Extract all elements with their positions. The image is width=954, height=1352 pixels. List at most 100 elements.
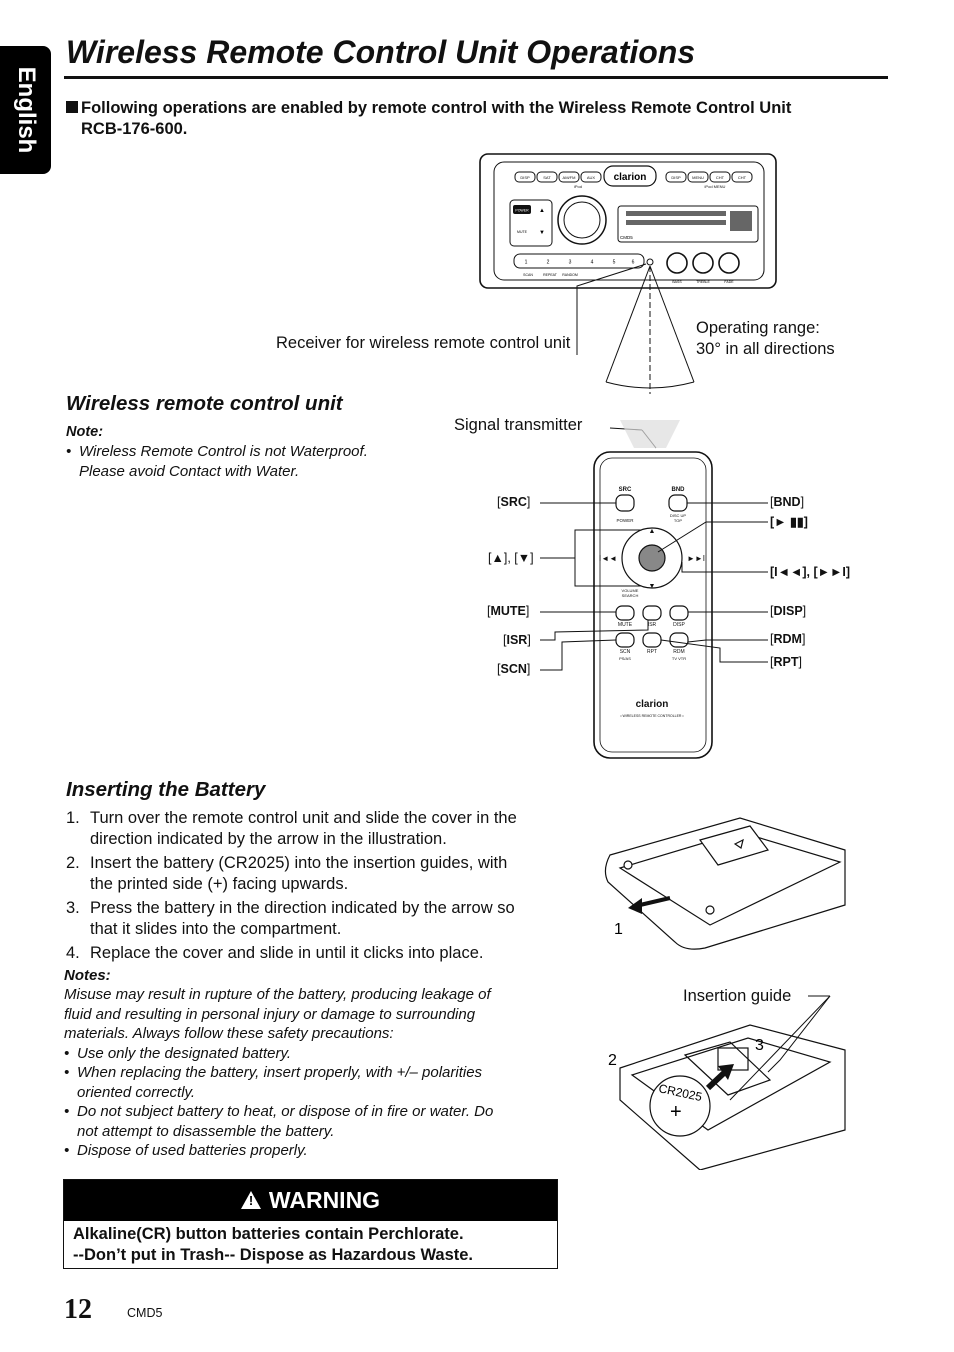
insertion-guide-label: Insertion guide <box>683 987 792 1005</box>
top-btn-left-3: AM/FM <box>563 175 576 180</box>
mute-label: MUTE <box>517 230 528 234</box>
battery-fig-label-3: 3 <box>755 1037 764 1054</box>
preset-2: 2 <box>547 260 550 266</box>
svg-text:▲: ▲ <box>539 208 545 214</box>
callout-play-pause: [► ▮▮] <box>770 515 808 529</box>
knob-label-bass: BASS <box>672 280 682 284</box>
top-btn-right-2: MENU <box>692 175 704 180</box>
top-btn-right-1: DISP <box>671 175 681 180</box>
battery-notes: Misuse may result in rupture of the batt… <box>64 985 564 1161</box>
signal-transmitter-label: Signal transmitter <box>454 416 583 434</box>
preset-sub-scan: SCAN <box>523 273 533 277</box>
preset-sub-repeat: REPEAT <box>543 273 558 277</box>
warning-triangle-icon: ! <box>240 1191 261 1209</box>
ipod-left-label: iPod <box>574 184 582 189</box>
notes-para-line: materials. Always follow these safety pr… <box>64 1025 394 1042</box>
battery-fig-label-2: 2 <box>608 1052 617 1069</box>
notes-bullet-cont: oriented correctly. <box>77 1083 196 1101</box>
remote-note-title: Note: <box>66 424 104 440</box>
notes-bullet-cont: not attempt to disassemble the battery. <box>77 1122 335 1140</box>
remote-section-heading: Wireless remote control unit <box>66 392 343 415</box>
battery-step: 2.Insert the battery (CR2025) into the i… <box>66 854 508 893</box>
remote-disp-label: DISP <box>673 622 685 628</box>
head-unit-body: DISP SAT AM/FM AUX iPod DISP MENU CHT CH… <box>479 153 777 289</box>
intro-line-1: Following operations are enabled by remo… <box>81 99 792 117</box>
language-tab: English <box>0 46 51 174</box>
svg-text:▼: ▼ <box>539 230 545 236</box>
preset-4: 4 <box>591 260 594 266</box>
preset-sub-random: RANDOM <box>562 273 578 277</box>
battery-coin-icon <box>649 1075 711 1137</box>
top-btn-right-4: CHT <box>738 175 747 180</box>
remote-note: Wireless Remote Control is not Waterproo… <box>66 442 426 481</box>
remote-power-label: POWER <box>616 518 634 523</box>
remote-callout-lines <box>540 502 768 671</box>
svg-text:I◄◄: I◄◄ <box>599 554 617 563</box>
remote-body <box>593 451 713 759</box>
remote-note-line-2: Please avoid Contact with Water. <box>79 462 300 480</box>
power-label: POWER <box>515 209 529 213</box>
square-bullet-icon <box>66 101 78 113</box>
remote-src-label: SRC <box>619 487 632 493</box>
remote-bnd-sub2: TOP <box>674 518 682 523</box>
battery-notes-title: Notes: <box>64 967 111 984</box>
preset-1: 1 <box>525 260 528 266</box>
callout-rpt: [RPT] <box>770 655 802 669</box>
callout-scn: [SCN] <box>497 662 531 676</box>
ipod-right-label: iPod MENU <box>705 184 726 189</box>
remote-isr-label: ISR <box>648 622 657 628</box>
receiver-label: Receiver for wireless remote control uni… <box>276 334 571 352</box>
battery-illustration: 1 CR2025 + 2 3 <box>604 817 846 1170</box>
knob-label-treble: TREBLE <box>696 280 710 284</box>
language-tab-label: English <box>12 66 40 154</box>
battery-step: 4.Replace the cover and slide in until i… <box>66 944 484 962</box>
remote-scn-sub: PS/AS <box>619 656 631 661</box>
battery-plus: + <box>670 1101 682 1123</box>
svg-text:►►I: ►►I <box>687 554 705 563</box>
top-btn-left-2: SAT <box>543 175 551 180</box>
notes-bullet: Dispose of used batteries properly. <box>64 1141 564 1161</box>
warning-line-1: Alkaline(CR) button batteries contain Pe… <box>73 1225 464 1243</box>
callout-isr: [ISR] <box>503 633 531 647</box>
battery-fig-label-1: 1 <box>614 921 623 938</box>
callout-disp: [DISP] <box>770 604 807 618</box>
warning-line-2: --Don’t put in Trash-- Dispose as Hazard… <box>73 1246 474 1264</box>
remote-volume-label: VOLUME <box>622 588 639 593</box>
intro-line-2: RCB-176-600. <box>81 120 188 138</box>
warning-box: ! WARNING Alkaline(CR) button batteries c… <box>63 1179 558 1269</box>
notes-para-line: Misuse may result in rupture of the batt… <box>64 986 491 1003</box>
callout-rdm: [RDM] <box>770 632 806 646</box>
knob-label-fade: FADE <box>724 280 734 284</box>
callout-src: [SRC] <box>497 495 531 509</box>
range-label-line-2: 30° in all directions <box>696 340 835 358</box>
svg-text:▼: ▼ <box>649 583 656 590</box>
range-label-line-1: Operating range: <box>696 319 820 337</box>
signal-beam-icon <box>620 420 680 448</box>
top-btn-left-1: DISP <box>520 175 530 180</box>
notes-bullet: Use only the designated battery. <box>64 1044 564 1064</box>
remote-mute-label: MUTE <box>618 622 633 628</box>
warning-body: Alkaline(CR) button batteries contain Pe… <box>73 1224 473 1266</box>
page-title: Wireless Remote Control Unit Operations <box>66 34 696 70</box>
remote-note-line-1: Wireless Remote Control is not Waterproo… <box>66 442 426 462</box>
top-btn-right-3: CHT <box>716 175 725 180</box>
battery-cover-figure <box>604 817 846 950</box>
receiver-leader-line <box>576 263 647 355</box>
remote-tagline: • WIRELESS REMOTE CONTROLLER • <box>620 714 684 718</box>
battery-steps: 1.Turn over the remote control unit and … <box>66 808 566 967</box>
callout-mute: [MUTE] <box>487 604 530 618</box>
remote-rpt-label: RPT <box>647 649 657 655</box>
remote-search-label: SEARCH <box>622 593 639 598</box>
range-cone <box>605 265 695 394</box>
head-unit-illustration: DISP SAT AM/FM AUX iPod DISP MENU CHT CH… <box>479 153 777 394</box>
remote-scn-label: SCN <box>620 649 631 655</box>
remote-bnd-sub1: DISC UP <box>670 513 687 518</box>
battery-section-heading: Inserting the Battery <box>66 778 266 801</box>
battery-step: 3.Press the battery in the direction ind… <box>66 899 515 938</box>
remote-brand-logo: clarion <box>636 699 669 710</box>
preset-3: 3 <box>569 260 572 266</box>
notes-bullet: When replacing the battery, insert prope… <box>64 1063 564 1083</box>
remote-rdm-sub: TV VTR <box>672 656 686 661</box>
warning-title: WARNING <box>268 1187 381 1213</box>
preset-6: 6 <box>632 260 635 266</box>
